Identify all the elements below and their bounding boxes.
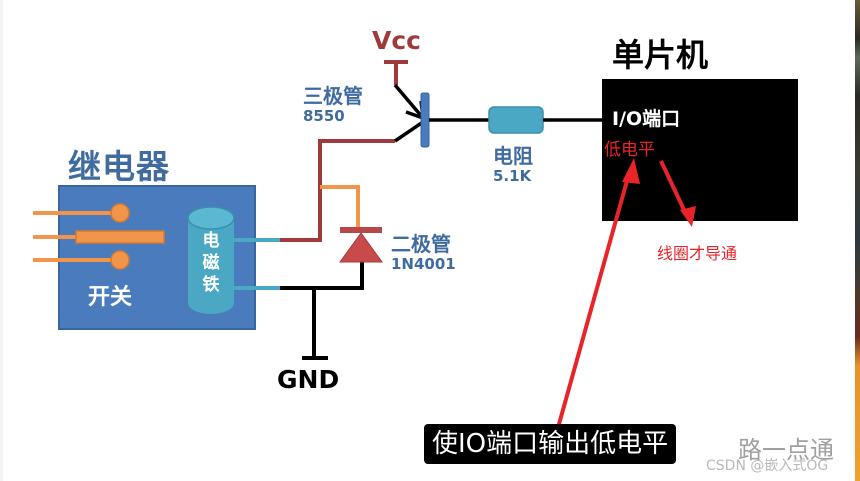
subtitle-caption: 使IO端口输出低电平 [424,424,677,464]
coil-label-char: 电 [202,231,220,251]
arrow-coil-line [659,160,688,215]
csdn-watermark: CSDN @嵌入式OG [706,458,829,474]
mcu-box [602,79,798,221]
coil-top [187,206,235,230]
diode-triangle [339,232,383,263]
switch-contact-bottom [110,250,130,270]
coil-label: 电 磁 铁 [201,230,221,296]
vcc-label: Vcc [372,26,421,55]
transistor-base-bar [420,92,430,148]
coil-label-char: 磁 [202,253,220,273]
gnd-label: GND [277,365,340,394]
arrow-coil-head [680,206,696,227]
transistor-name: 三极管 [303,84,363,108]
relay-title: 继电器 [68,147,170,186]
left-edge [0,0,3,481]
mcu-title: 单片机 [612,36,709,74]
arrow-io-head [622,158,640,184]
transistor-model: 8550 [303,107,345,125]
switch-contact-top [110,203,130,223]
diode-model: 1N4001 [391,255,456,273]
resistor-value: 5.1K [493,167,532,185]
mcu-level-label: 低电平 [604,140,655,160]
transistor-collector [394,120,424,143]
switch-arm [75,230,165,244]
wire-collector [280,139,395,242]
diode-name: 二极管 [391,232,451,256]
coil-body [188,218,234,303]
background-edge-strip [855,0,860,481]
diode-bar [340,227,382,233]
subtitle-trailing-text: 路一点通 [738,436,834,464]
resistor-name: 电阻 [493,144,533,168]
switch-label: 开关 [88,285,133,310]
transistor-emitter [393,83,425,120]
coil-conducts-annotation: 线圈才导通 [657,244,738,263]
wire-diode-cathode [320,185,360,230]
wire-gnd [280,262,364,290]
mcu-io-label: I/O端口 [612,108,681,130]
resistor-body [488,106,544,134]
coil-bottom [188,292,234,314]
arrow-io-line [552,169,632,443]
coil-label-char: 铁 [202,275,220,295]
